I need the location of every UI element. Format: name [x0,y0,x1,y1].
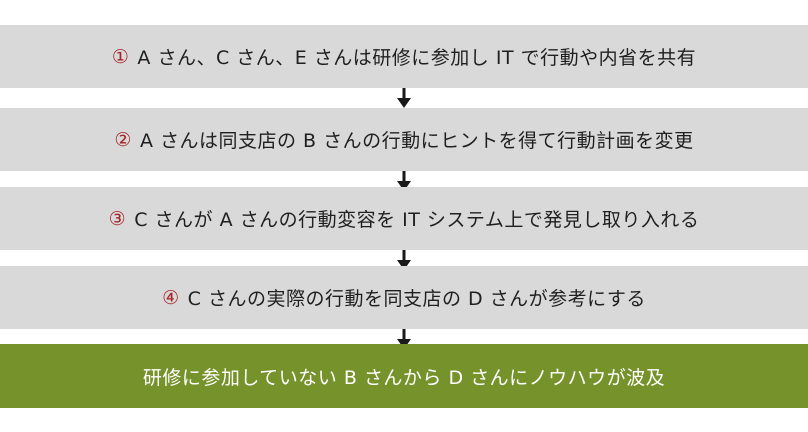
step-1-number: ① [111,45,130,68]
down-arrow-icon [396,88,412,108]
result-text: 研修に参加していない B さんから D さんにノウハウが波及 [142,366,666,389]
result-box: 研修に参加していない B さんから D さんにノウハウが波及 [0,344,808,408]
step-3-box: ③ C さんが A さんの行動変容を IT システム上で発見し取り入れる [0,187,808,250]
down-arrow-icon [396,171,412,191]
step-4-box: ④ C さんの実際の行動を同支店の D さんが参考にする [0,266,808,329]
step-2-box: ② A さんは同支店の B さんの行動にヒントを得て行動計画を変更 [0,108,808,171]
step-2-text: A さんは同支店の B さんの行動にヒントを得て行動計画を変更 [139,130,694,152]
step-3-number: ③ [108,207,127,230]
step-1-box: ① A さん、C さん、E さんは研修に参加し IT で行動や内省を共有 [0,25,808,88]
step-4-number: ④ [162,286,180,309]
step-3-text: C さんが A さんの行動変容を IT システム上で発見し取り入れる [134,209,700,231]
down-arrow-icon [396,250,412,270]
step-4-text: C さんの実際の行動を同支店の D さんが参考にする [187,288,646,310]
step-2-number: ② [114,128,132,151]
step-1-text: A さん、C さん、E さんは研修に参加し IT で行動や内省を共有 [137,47,697,69]
